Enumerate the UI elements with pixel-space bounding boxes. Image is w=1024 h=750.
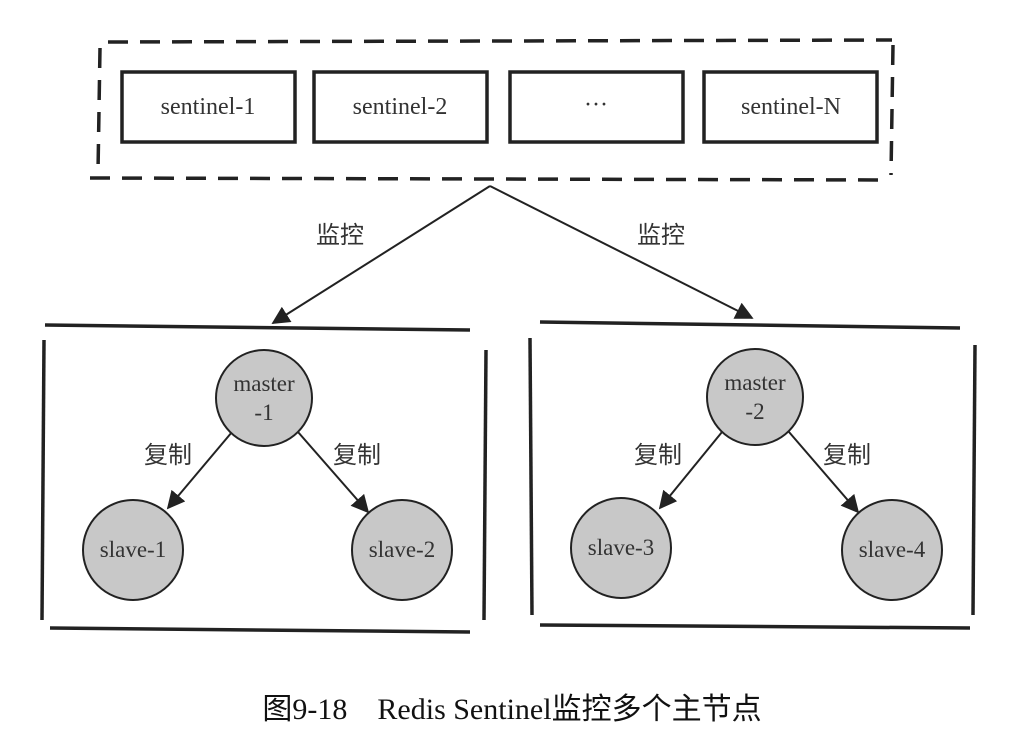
master-label-line1: master (233, 371, 295, 396)
master-node-2: master -2 (706, 348, 804, 446)
sentinel-label: sentinel-N (741, 94, 841, 120)
sentinel-box-n: sentinel-N (702, 70, 879, 144)
group-box-2 (528, 320, 977, 630)
master-node-1: master -1 (215, 349, 313, 447)
replicate-label-g1-right: 复制 (333, 441, 381, 469)
replicate-arrow-g1-left (166, 431, 233, 510)
sentinel-label: sentinel-2 (353, 94, 448, 120)
replicate-arrow-g2-left (658, 431, 723, 510)
sentinel-box-1: sentinel-1 (120, 70, 297, 144)
monitor-label-right: 监控 (637, 221, 685, 249)
sentinel-group-border (89, 38, 895, 182)
group-box-1 (40, 323, 488, 634)
figure-caption: 图9-18 Redis Sentinel监控多个主节点 (262, 693, 762, 726)
master-label-line1: master (724, 370, 786, 395)
slave-label: slave-2 (369, 537, 435, 562)
monitor-arrow-left (271, 185, 491, 324)
slave-node-3: slave-3 (570, 497, 672, 599)
master-label-line2: -2 (745, 399, 764, 424)
slave-label: slave-3 (588, 535, 654, 560)
sentinel-box-ellipsis: ··· (508, 70, 685, 144)
replicate-label-g1-left: 复制 (144, 441, 192, 469)
slave-node-4: slave-4 (841, 499, 943, 601)
slave-node-2: slave-2 (351, 499, 453, 601)
monitor-label-left: 监控 (316, 221, 364, 249)
monitor-arrow-right (489, 185, 754, 319)
replicate-arrow-g1-right (297, 431, 370, 514)
replicate-label-g2-left: 复制 (634, 441, 682, 469)
sentinel-label: ··· (584, 92, 608, 118)
slave-label: slave-1 (100, 537, 166, 562)
sentinel-label: sentinel-1 (161, 94, 256, 120)
slave-node-1: slave-1 (82, 499, 184, 601)
replicate-label-g2-right: 复制 (823, 441, 871, 469)
slave-label: slave-4 (859, 537, 926, 562)
master-label-line2: -1 (254, 400, 273, 425)
replicate-arrow-g2-right (788, 431, 860, 514)
sentinel-box-2: sentinel-2 (312, 70, 489, 144)
